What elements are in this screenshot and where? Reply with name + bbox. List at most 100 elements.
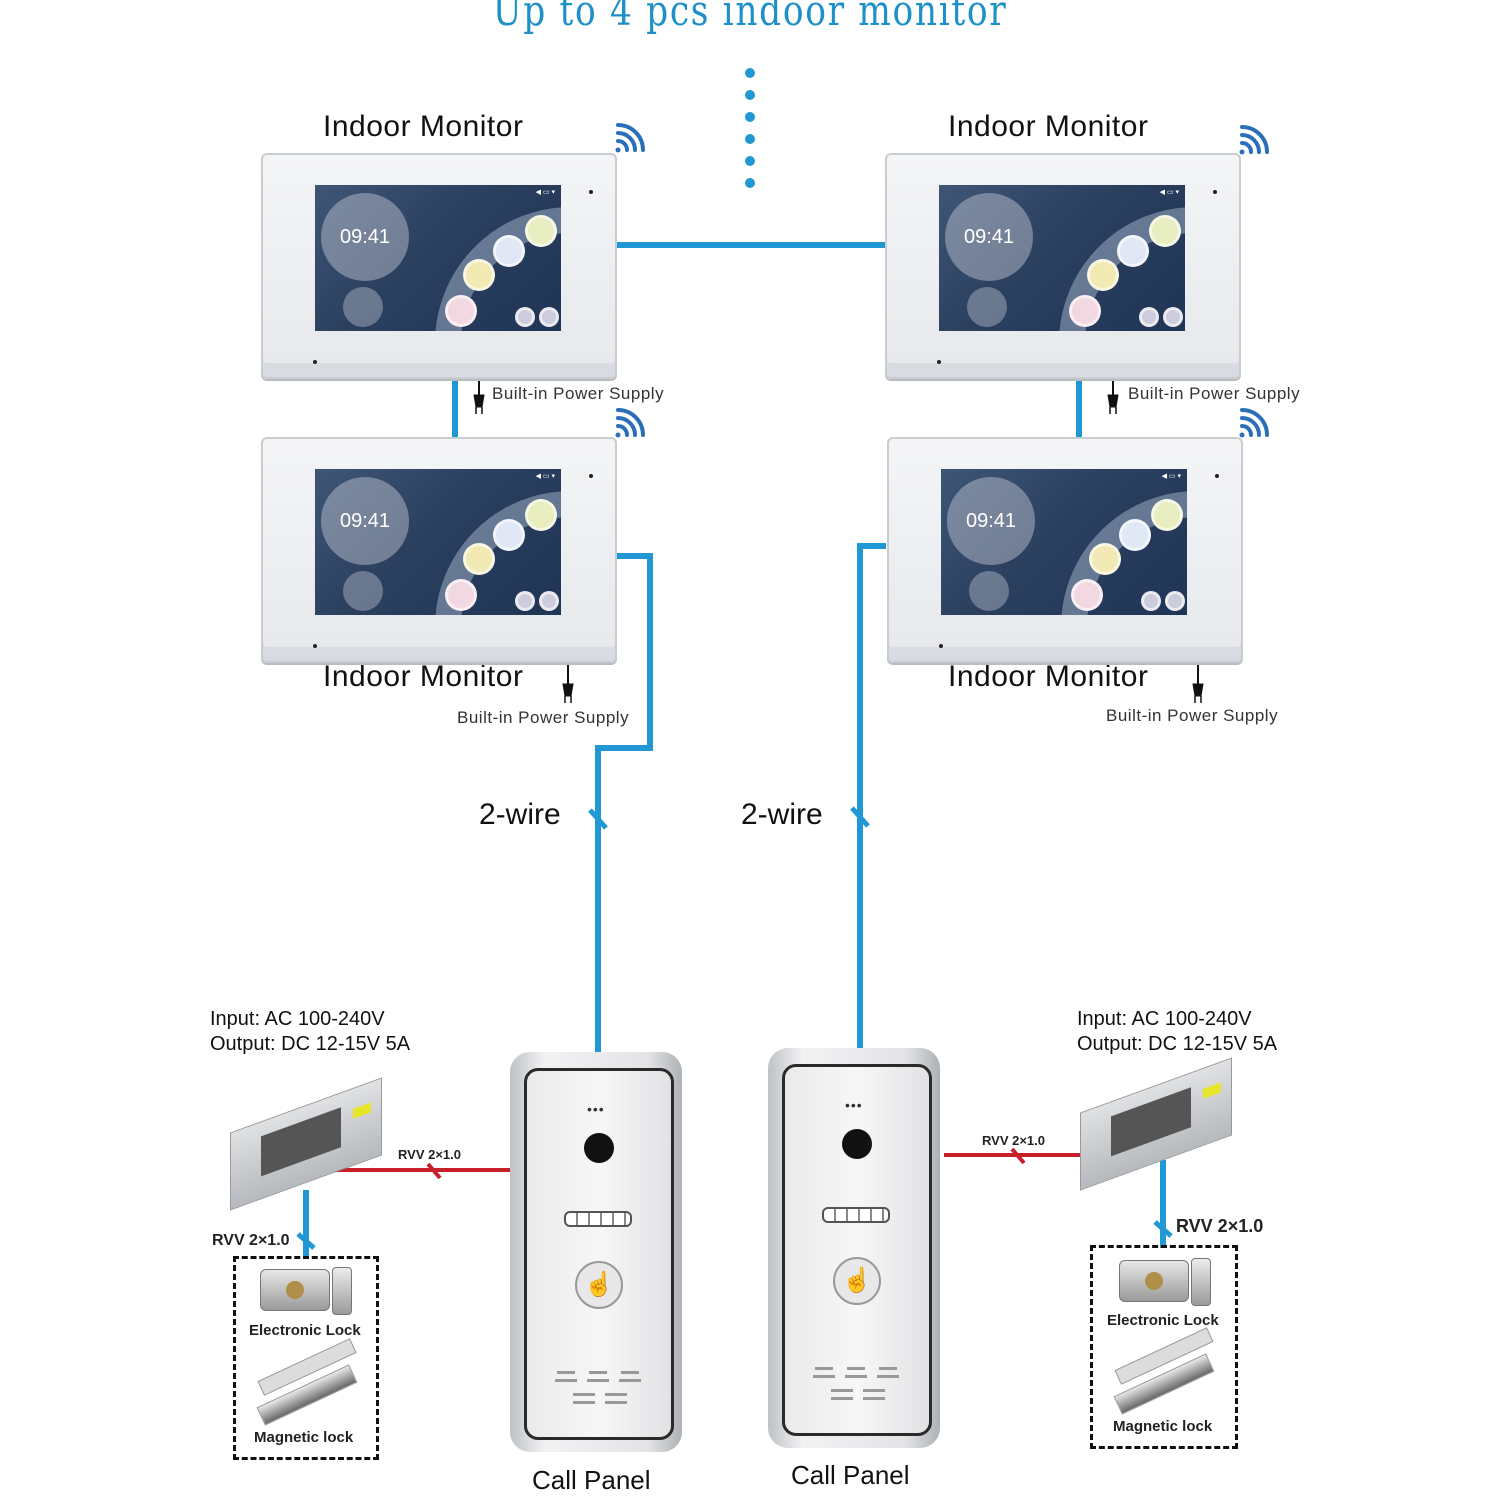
clock-display: 09:41 bbox=[965, 510, 1017, 532]
speaker-grille bbox=[557, 1371, 575, 1374]
ir-leds bbox=[564, 1211, 632, 1227]
electronic-lock-label: Electronic Lock bbox=[249, 1322, 361, 1339]
power-supply-label: Built-in Power Supply bbox=[1128, 384, 1301, 403]
psu-output: Output: DC 12-15V 5A bbox=[210, 1033, 411, 1055]
wifi-icon bbox=[1239, 125, 1269, 155]
wifi-icon bbox=[615, 123, 645, 153]
unlock-app-icon bbox=[1069, 295, 1101, 327]
wire-break-mark bbox=[296, 1232, 316, 1250]
gallery-app-icon bbox=[463, 543, 495, 575]
speaker-grille bbox=[815, 1367, 833, 1370]
wire-break-mark bbox=[1153, 1220, 1173, 1238]
wire-right-to-panel bbox=[857, 543, 886, 1048]
status-icons: ◀ ▭ ▾ bbox=[1161, 473, 1181, 480]
psu-input: Input: AC 100-240V bbox=[1077, 1008, 1252, 1030]
indoor-monitor: ◀ ▭ ▾ 09:41 bbox=[261, 437, 617, 663]
power-plug-icon bbox=[473, 378, 485, 414]
unlock-app-icon bbox=[1071, 579, 1103, 611]
camera-app-icon bbox=[1151, 499, 1183, 531]
lock-options-box: Electronic Lock Magnetic lock bbox=[233, 1256, 379, 1460]
call-panel-label: Call Panel bbox=[791, 1460, 910, 1490]
monitor-screen: ◀ ▭ ▾ 09:41 bbox=[315, 185, 561, 331]
monitor-label: Indoor Monitor bbox=[323, 110, 524, 143]
wire-break-mark bbox=[426, 1162, 442, 1180]
psu-spec: Input: AC 100-240V Output: DC 12-15V 5A bbox=[1077, 1007, 1277, 1057]
more-icon bbox=[1165, 591, 1185, 611]
camera-app-icon bbox=[1149, 215, 1181, 247]
magnetic-lock-label: Magnetic lock bbox=[1113, 1418, 1213, 1435]
power-plug-icon bbox=[562, 660, 574, 703]
dot bbox=[745, 156, 755, 166]
settings-icon bbox=[515, 307, 535, 327]
wire-break-mark bbox=[850, 806, 870, 828]
two-wire-label: 2-wire bbox=[479, 798, 561, 831]
more-icon bbox=[539, 591, 559, 611]
unlock-app-icon bbox=[445, 295, 477, 327]
ir-leds bbox=[822, 1207, 890, 1223]
electronic-lock-image bbox=[260, 1269, 330, 1311]
monitor-label: Indoor Monitor bbox=[323, 660, 524, 693]
mic-holes: ••• bbox=[587, 1101, 605, 1117]
dot bbox=[745, 112, 755, 122]
camera-lens bbox=[584, 1133, 614, 1163]
call-button: ☝ bbox=[575, 1261, 623, 1309]
monitor-screen: ◀ ▭ ▾ 09:41 bbox=[939, 185, 1185, 331]
cable-label: RVV 2×1.0 bbox=[1176, 1216, 1264, 1236]
more-monitors-dots bbox=[745, 68, 755, 188]
clock-display: 09:41 bbox=[963, 226, 1015, 248]
two-wire-bus bbox=[303, 242, 1166, 1258]
power-supply-label: Built-in Power Supply bbox=[1106, 706, 1279, 725]
call-panel-label: Call Panel bbox=[532, 1465, 651, 1495]
power-supply-label: Built-in Power Supply bbox=[457, 708, 630, 727]
cable-label: RVV 2×1.0 bbox=[212, 1232, 290, 1249]
monitor-label: Indoor Monitor bbox=[948, 110, 1149, 143]
status-icons: ◀ ▭ ▾ bbox=[535, 189, 555, 196]
monitor-screen: ◀ ▭ ▾ 09:41 bbox=[315, 469, 561, 615]
power-wires bbox=[330, 1153, 1106, 1172]
intercom-app-icon bbox=[1117, 235, 1149, 267]
call-panel: ••• ☝ bbox=[510, 1052, 682, 1452]
indoor-monitor: ◀ ▭ ▾ 09:41 bbox=[261, 153, 617, 379]
electronic-lock-image bbox=[1119, 1260, 1189, 1302]
intercom-app-icon bbox=[493, 235, 525, 267]
camera-app-icon bbox=[525, 215, 557, 247]
cable-label: RVV 2×1.0 bbox=[398, 1147, 462, 1162]
magnetic-lock-label: Magnetic lock bbox=[254, 1429, 354, 1446]
wifi-icon bbox=[1239, 408, 1269, 438]
settings-icon bbox=[515, 591, 535, 611]
camera-lens bbox=[842, 1129, 872, 1159]
call-button: ☝ bbox=[833, 1257, 881, 1305]
clock-display: 09:41 bbox=[339, 226, 391, 248]
psu-spec: Input: AC 100-240V Output: DC 12-15V 5A bbox=[210, 1007, 410, 1057]
more-icon bbox=[1163, 307, 1183, 327]
power-plug-icon bbox=[1107, 378, 1119, 414]
psu-input: Input: AC 100-240V bbox=[210, 1008, 385, 1030]
mic-holes: ••• bbox=[845, 1097, 863, 1113]
electronic-lock-label: Electronic Lock bbox=[1107, 1312, 1219, 1329]
camera-app-icon bbox=[525, 499, 557, 531]
gallery-app-icon bbox=[1089, 543, 1121, 575]
monitor-screen: ◀ ▭ ▾ 09:41 bbox=[941, 469, 1187, 615]
indoor-monitor: ◀ ▭ ▾ 09:41 bbox=[887, 437, 1243, 663]
indoor-monitor: ◀ ▭ ▾ 09:41 bbox=[885, 153, 1241, 379]
power-supply-label: Built-in Power Supply bbox=[492, 384, 665, 403]
intercom-app-icon bbox=[1119, 519, 1151, 551]
status-icons: ◀ ▭ ▾ bbox=[1159, 189, 1179, 196]
settings-icon bbox=[1141, 591, 1161, 611]
more-icon bbox=[539, 307, 559, 327]
unlock-app-icon bbox=[445, 579, 477, 611]
two-wire-label: 2-wire bbox=[741, 798, 823, 831]
call-panel: ••• ☝ bbox=[768, 1048, 940, 1448]
wire-break-mark bbox=[1010, 1147, 1026, 1165]
wifi-icon bbox=[615, 408, 645, 438]
wire-break-mark bbox=[588, 808, 608, 830]
intercom-app-icon bbox=[493, 519, 525, 551]
psu-output: Output: DC 12-15V 5A bbox=[1077, 1033, 1278, 1055]
dot bbox=[745, 68, 755, 78]
dot bbox=[745, 134, 755, 144]
monitor-label: Indoor Monitor bbox=[948, 660, 1149, 693]
cable-label: RVV 2×1.0 bbox=[982, 1133, 1046, 1148]
settings-icon bbox=[1139, 307, 1159, 327]
wire-left-to-panel bbox=[595, 553, 653, 1052]
lock-options-box: Electronic Lock Magnetic lock bbox=[1090, 1245, 1238, 1449]
